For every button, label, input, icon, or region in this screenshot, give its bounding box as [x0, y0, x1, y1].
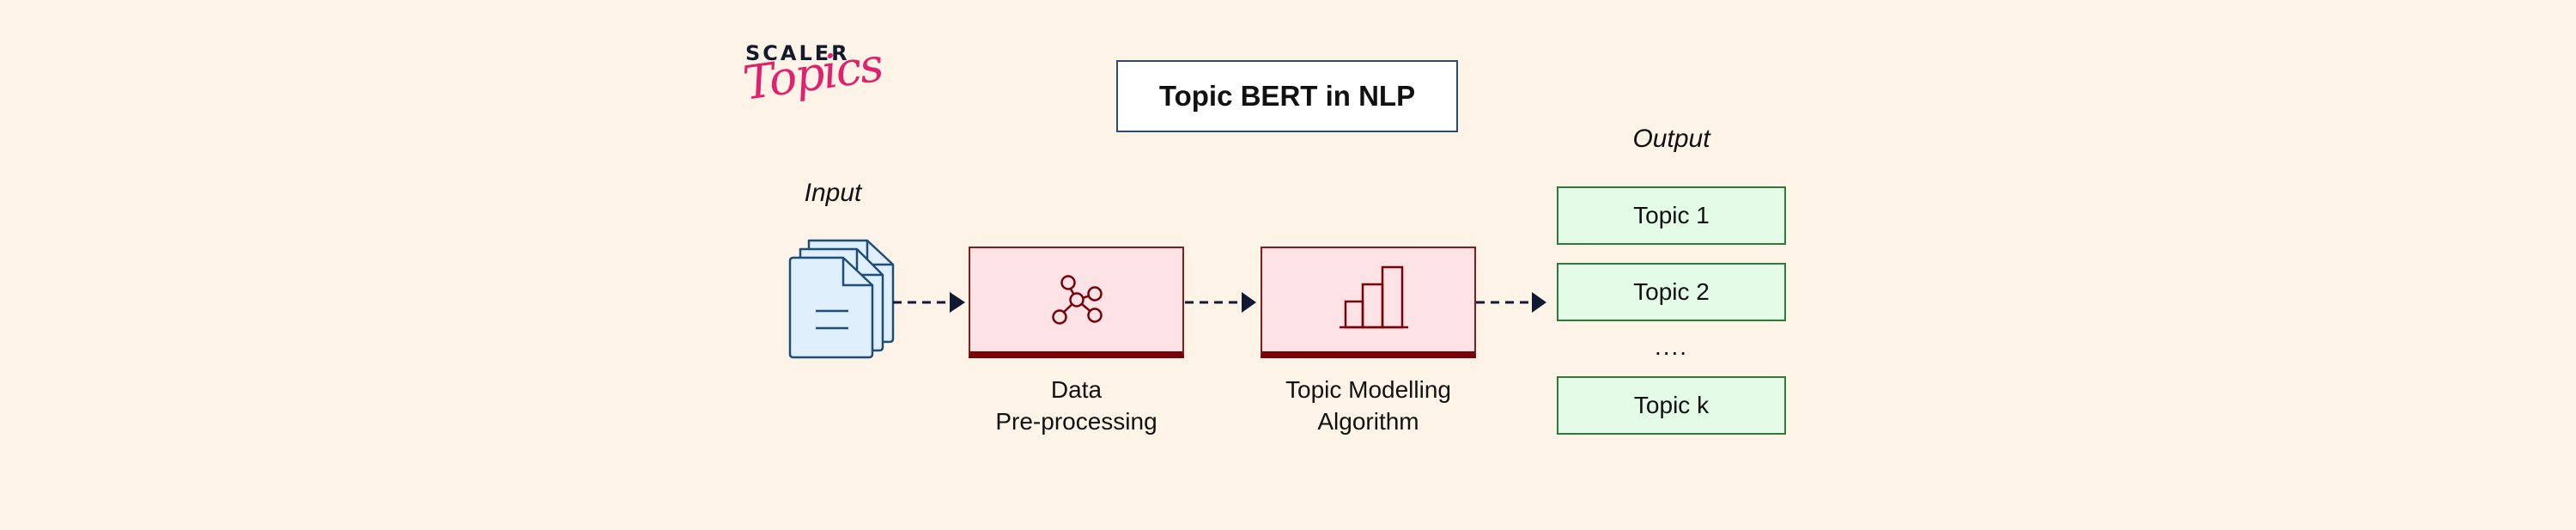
preprocessing-label-line1: Data — [1050, 376, 1103, 403]
topic-modelling-box — [1261, 247, 1476, 358]
topic-k-label: Topic k — [1633, 392, 1710, 418]
preprocessing-label: Data Pre-processing — [969, 374, 1184, 437]
topics-ellipsis: .... — [1654, 333, 1689, 360]
topic-modelling-label-line1: Topic Modelling — [1285, 376, 1451, 403]
topic-box-2: Topic 2 — [1557, 263, 1786, 321]
diagram-title-box: Topic BERT in NLP — [1116, 60, 1458, 132]
network-graph-icon — [1051, 275, 1103, 325]
topic-modelling-label: Topic Modelling Algorithm — [1261, 374, 1476, 437]
input-label: Input — [804, 179, 862, 207]
topic-1-label: Topic 1 — [1633, 202, 1710, 228]
output-label: Output — [1632, 125, 1710, 153]
topic-box-k: Topic k — [1557, 376, 1786, 435]
bar-chart-icon — [1339, 265, 1408, 329]
preprocessing-label-line2: Pre-processing — [995, 408, 1157, 435]
diagram-title: Topic BERT in NLP — [1158, 80, 1416, 112]
preprocessing-box — [969, 247, 1184, 358]
topic-2-label: Topic 2 — [1633, 278, 1710, 305]
topic-modelling-label-line2: Algorithm — [1317, 408, 1419, 435]
topic-box-1: Topic 1 — [1557, 186, 1786, 245]
logo-brand-text: SCALER — [745, 41, 850, 65]
